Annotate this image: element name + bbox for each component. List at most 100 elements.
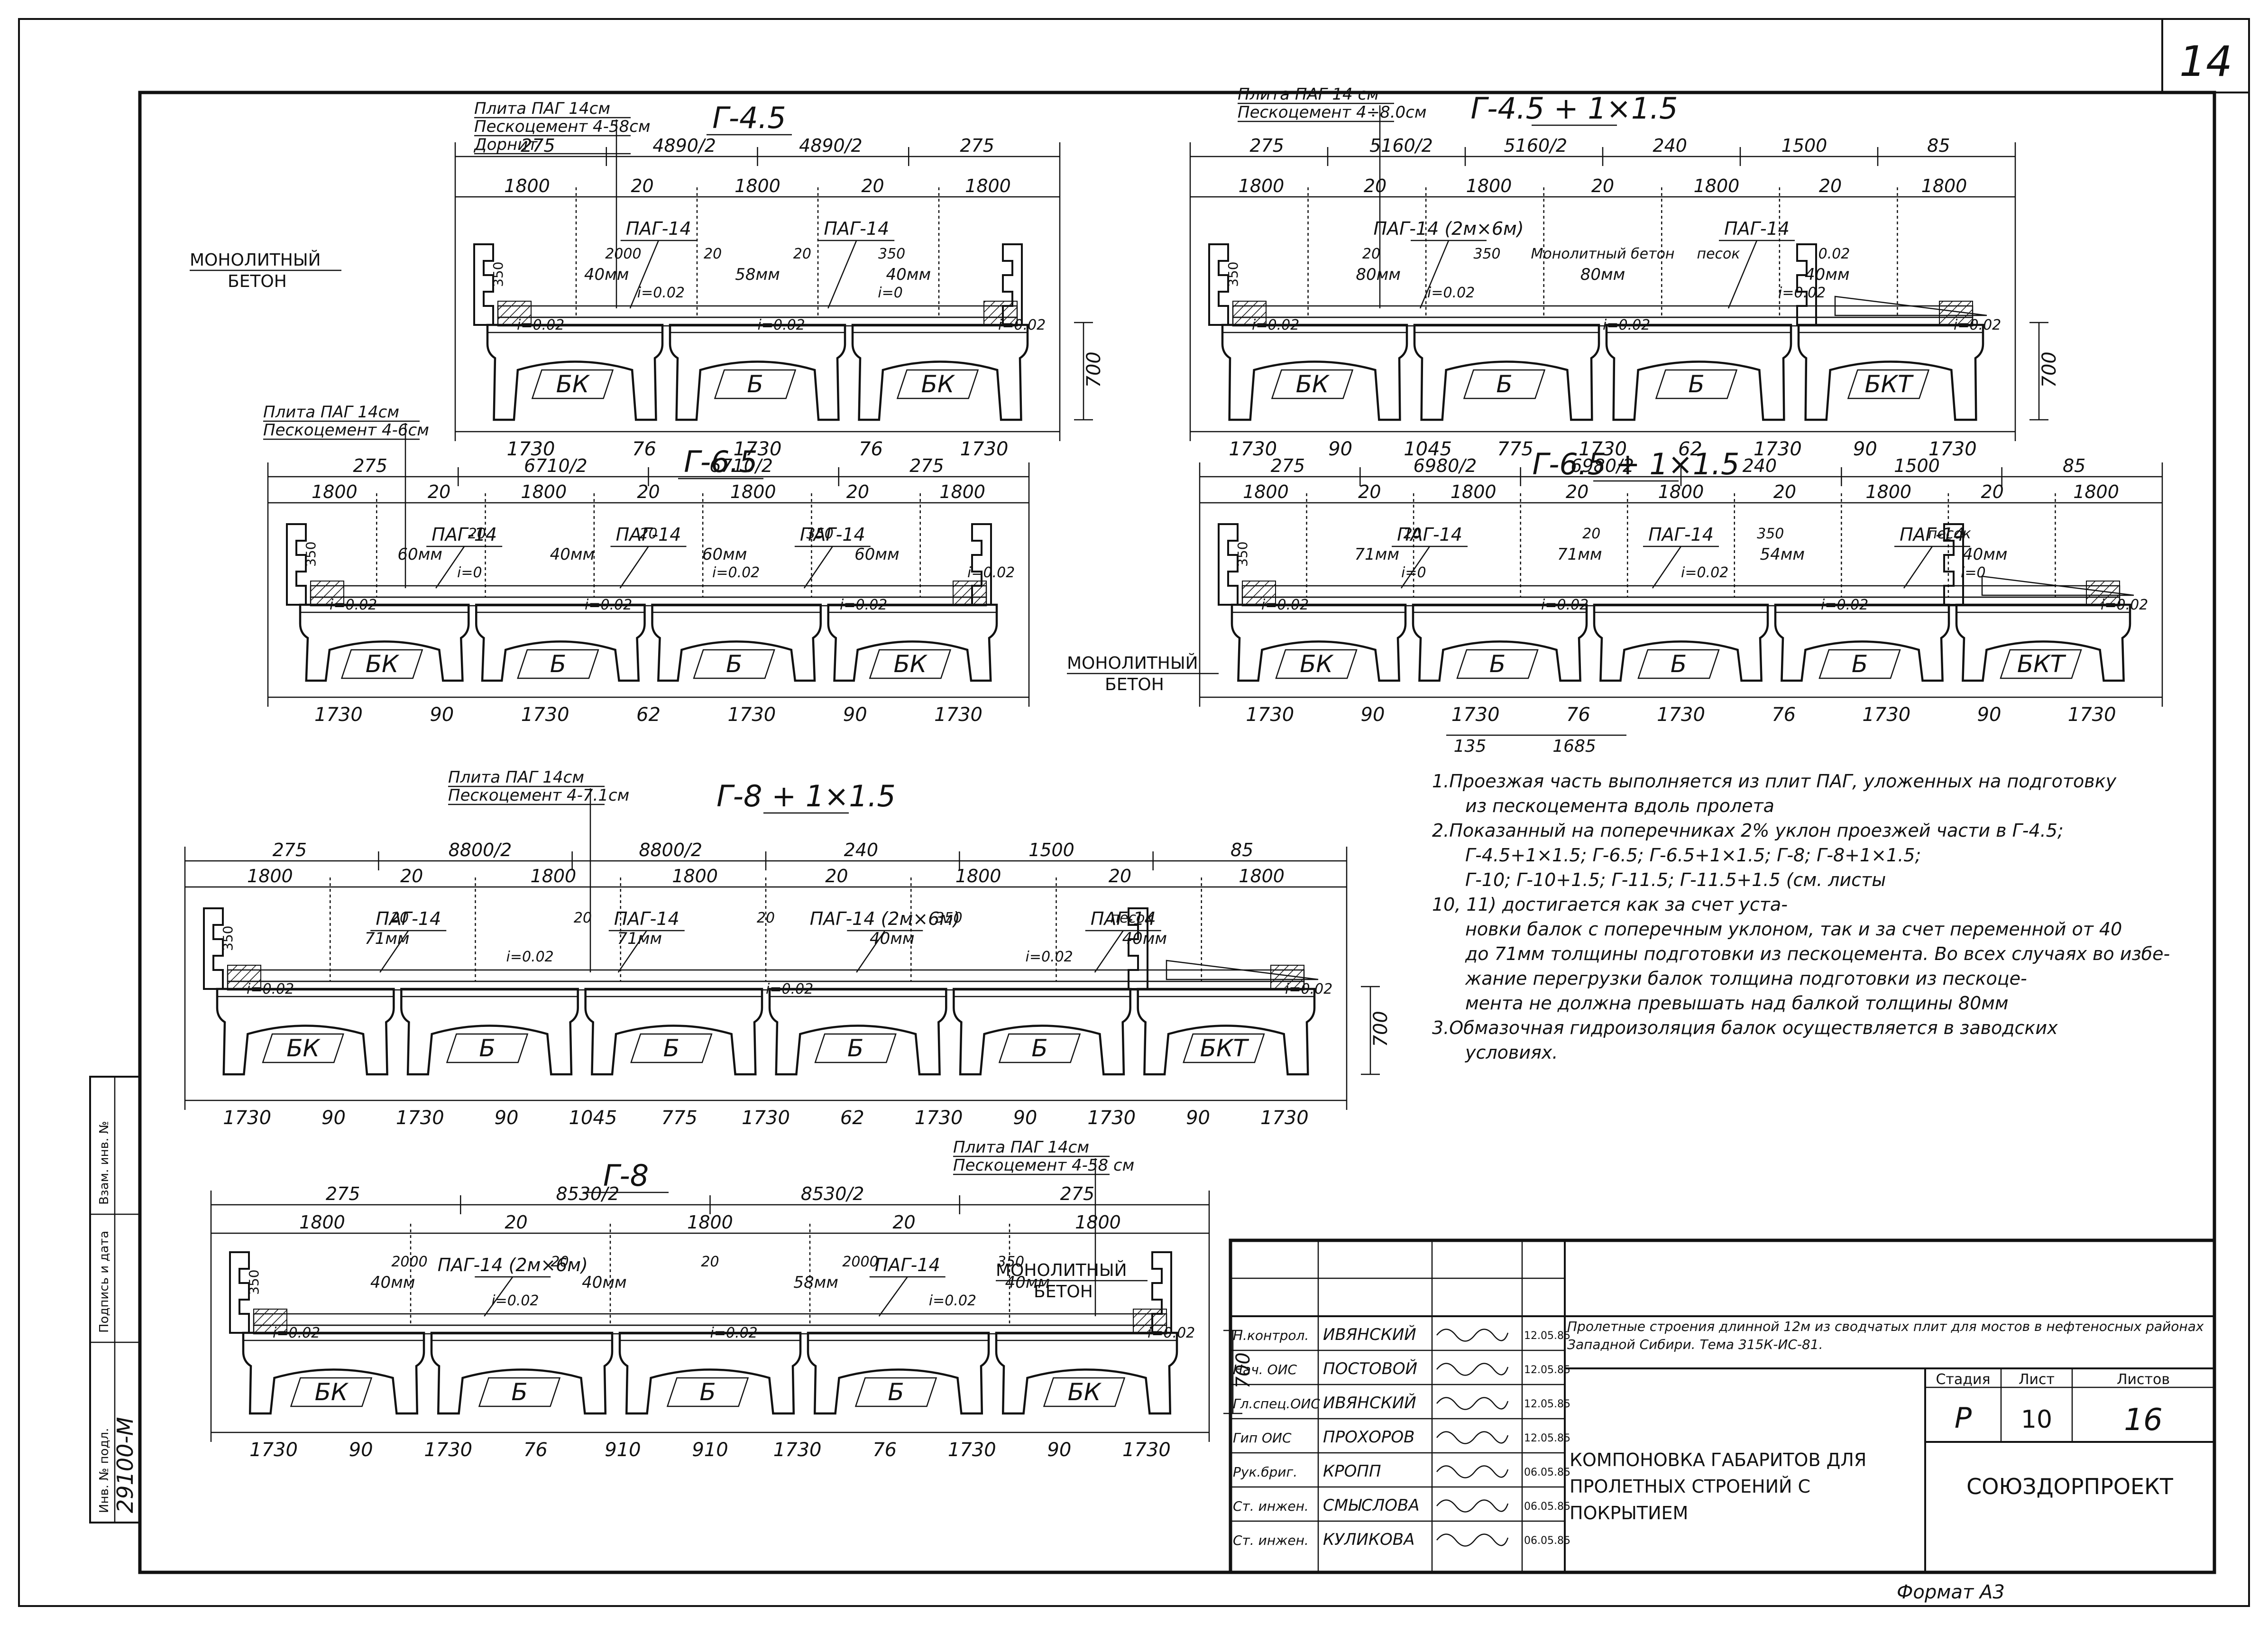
general-notes: 1.Проезжая часть выполняется из плит ПАГ… bbox=[1432, 771, 2170, 1063]
layer-thickness: 58мм bbox=[793, 1273, 838, 1292]
beam-outline bbox=[584, 988, 763, 1076]
layer-thickness: 40мм bbox=[1122, 929, 1167, 948]
signature-date: 12.05.85 bbox=[1524, 1432, 1570, 1444]
dim-mid: 1800 bbox=[730, 481, 776, 502]
format-label: Формат А3 bbox=[1897, 1581, 2005, 1603]
dim-bottom: 910 bbox=[692, 1439, 728, 1461]
beam-label-box bbox=[998, 1033, 1081, 1063]
layer-thickness: 60мм bbox=[397, 545, 442, 564]
dim-top: 5160/2 bbox=[1504, 135, 1567, 156]
slope-label: i=0.02 bbox=[273, 1325, 320, 1341]
dim-mid: 1800 bbox=[1239, 175, 1285, 196]
beam-outline bbox=[827, 603, 998, 682]
section-title: Г-8 + 1×1.5 bbox=[716, 779, 896, 813]
layer-thickness: 54мм bbox=[1760, 545, 1805, 564]
slope-label: i=0.02 bbox=[1681, 564, 1728, 581]
misc-note: 20 bbox=[757, 910, 775, 926]
slope-label: i=0.02 bbox=[758, 317, 805, 333]
layer-thickness: 71мм bbox=[365, 929, 410, 948]
slab-label: ПАГ-14 bbox=[1397, 524, 1462, 545]
slope-label: i=0.02 bbox=[1252, 317, 1299, 333]
beam-label-box bbox=[869, 649, 952, 679]
dim-bottom: 1730 bbox=[396, 1107, 444, 1129]
signature-role: Гл.спец.ОИС bbox=[1233, 1396, 1320, 1412]
dim-top: 6980/2 bbox=[1570, 455, 1634, 476]
section-title: Г-6.5 bbox=[684, 444, 758, 479]
dim-top: 4890/2 bbox=[799, 135, 863, 156]
section-title: Г-4.5 + 1×1.5 bbox=[1471, 91, 1678, 126]
beam-outline bbox=[1605, 323, 1792, 421]
dim-bottom: 62 bbox=[1678, 438, 1702, 460]
signature-date: 12.05.85 bbox=[1524, 1364, 1570, 1376]
monolith-label: Монолитный bbox=[996, 1260, 1127, 1280]
callout-text: Дорнит bbox=[473, 135, 538, 154]
beam-label-box bbox=[1847, 369, 1930, 399]
beam-label: БК bbox=[556, 370, 590, 398]
left-strip: 29100-М Инв. № подл. Подпись и дата Взам… bbox=[89, 1076, 141, 1523]
dim-top: 240 bbox=[1653, 135, 1687, 156]
beam-label: Б bbox=[699, 1378, 716, 1406]
dim-mid: 1800 bbox=[955, 866, 1001, 886]
signature-role: Гип ОИС bbox=[1233, 1430, 1292, 1446]
beam-outline bbox=[1221, 323, 1408, 421]
dim-bottom: 1730 bbox=[915, 1107, 963, 1129]
barrier-height: 350 bbox=[246, 1270, 262, 1295]
callout-text: Плита ПАГ 14см bbox=[263, 403, 399, 422]
sheets-value: 16 bbox=[2124, 1403, 2162, 1438]
dim-mid: 1800 bbox=[1451, 481, 1497, 502]
dim-bottom: 90 bbox=[1977, 704, 2002, 726]
layer-thickness: 40мм bbox=[870, 929, 915, 948]
sidewalk-sand-fill bbox=[1166, 960, 1319, 980]
height-dim: 700 bbox=[1083, 351, 1105, 388]
beam-outline bbox=[430, 1331, 614, 1415]
dim-bottom: 90 bbox=[1361, 704, 1385, 726]
outer-border bbox=[18, 18, 2250, 1607]
beam-label: Б bbox=[1852, 650, 1868, 678]
dim-bottom: 62 bbox=[840, 1107, 864, 1129]
misc-note: 350 bbox=[1473, 246, 1500, 262]
dim-bottom: 1730 bbox=[249, 1439, 298, 1461]
dim-top: 275 bbox=[353, 455, 387, 476]
dim-bottom: 76 bbox=[632, 438, 656, 460]
misc-note: песок bbox=[1697, 246, 1740, 262]
signature-role: Н.контрол. bbox=[1233, 1328, 1309, 1343]
misc-note: 20 bbox=[468, 526, 486, 542]
dim-mid: 1800 bbox=[1658, 481, 1704, 502]
misc-note: 20 bbox=[1362, 246, 1380, 262]
dim-mid: 20 bbox=[400, 866, 423, 886]
misc-note: 20 bbox=[1582, 526, 1600, 542]
beam-label: БК bbox=[921, 370, 955, 398]
layer-thickness: 71мм bbox=[1557, 545, 1602, 564]
beam-outline bbox=[618, 1331, 802, 1415]
dim-mid: 1800 bbox=[1921, 175, 1967, 196]
slope-label: i=0.02 bbox=[517, 317, 564, 333]
signature-role: Нач. ОИС bbox=[1233, 1362, 1297, 1377]
beam-label: БКТ bbox=[2017, 650, 2066, 678]
strip-label-inv: Инв. № подл. bbox=[97, 1428, 111, 1513]
slope-label: i=0.02 bbox=[247, 981, 294, 997]
beam-label-box bbox=[814, 1033, 897, 1063]
sidewalk-sand-fill bbox=[1834, 295, 1987, 316]
dim-top: 275 bbox=[326, 1183, 360, 1204]
signature-name: Куликова bbox=[1323, 1530, 1414, 1549]
misc-note: 350 bbox=[997, 1254, 1024, 1270]
callout-text: Плита ПАГ 14см bbox=[448, 768, 584, 787]
signature-scribble bbox=[1436, 1465, 1509, 1478]
beam-label: Б bbox=[1688, 370, 1704, 398]
dim-mid: 20 bbox=[505, 1212, 527, 1233]
monolith-concrete-left bbox=[1242, 581, 1276, 606]
callout-text: Пескоцемент 4÷8.0см bbox=[1238, 103, 1427, 122]
beam-label-box bbox=[1043, 1377, 1126, 1407]
dim-top: 6710/2 bbox=[709, 455, 773, 476]
beam-outline bbox=[851, 323, 1029, 421]
dim-mid: 1800 bbox=[504, 175, 550, 196]
dim-bottom: 90 bbox=[843, 704, 867, 726]
dim-top: 8530/2 bbox=[556, 1183, 620, 1204]
dim-mid: 20 bbox=[637, 481, 660, 502]
dim-top: 1500 bbox=[1028, 840, 1074, 860]
slope-label: i=0.02 bbox=[1603, 317, 1650, 333]
